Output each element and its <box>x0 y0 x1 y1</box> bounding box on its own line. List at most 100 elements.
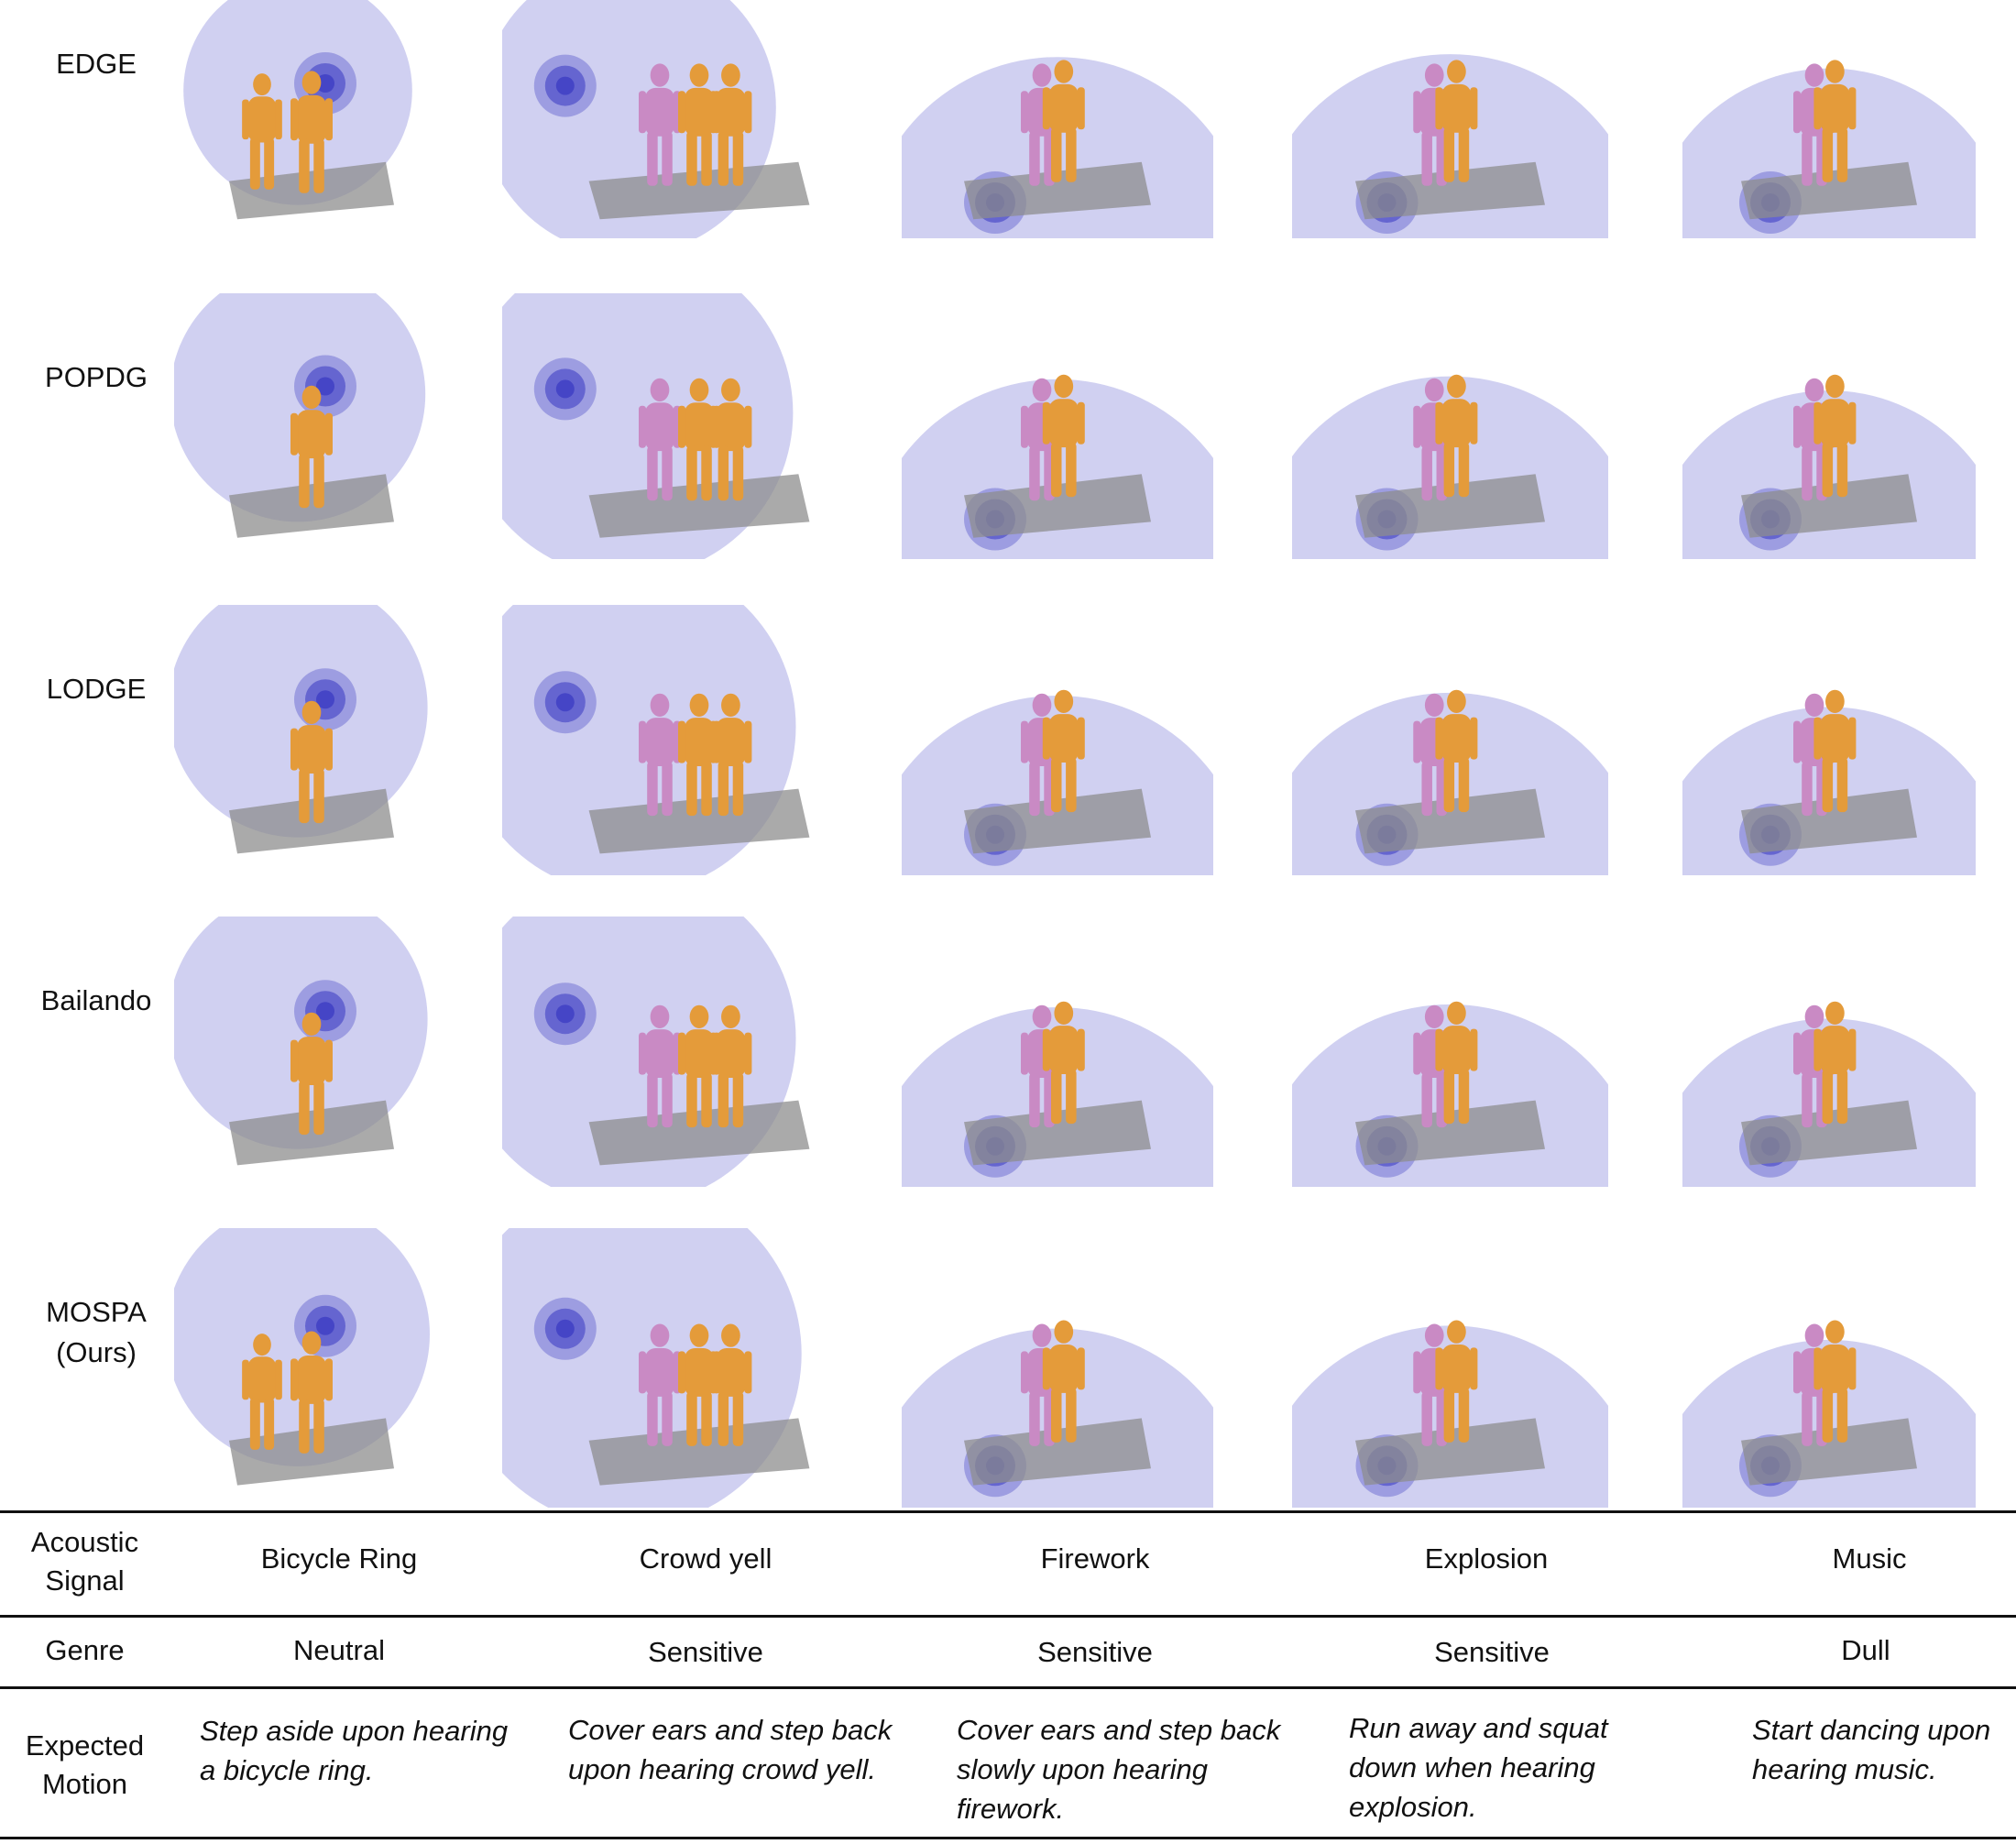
render-tile-r3-c5 <box>1682 605 1976 875</box>
human-figure <box>1435 1001 1478 1125</box>
signal-bicycle-ring: Bicycle Ring <box>260 1542 418 1575</box>
method-label-lodge: LODGE <box>46 673 147 705</box>
floor-plane <box>588 474 810 538</box>
render-tile-r2-c5 <box>1682 293 1976 559</box>
motion-crowd-yell: Cover ears and step back upon hearing cr… <box>568 1714 893 1785</box>
human-figure <box>709 693 752 817</box>
human-figure <box>1813 60 1857 182</box>
human-figure <box>709 63 752 186</box>
human-figure <box>1042 60 1085 182</box>
human-figure <box>678 63 720 186</box>
method-label-bailando: Bailando <box>40 984 152 1016</box>
render-tile-r4-c4 <box>1292 917 1608 1187</box>
render-tile-r4-c2 <box>502 917 896 1187</box>
sound-source-ring <box>555 693 575 712</box>
sound-source-ring <box>555 76 575 95</box>
genre-sensitive-3: Sensitive <box>1434 1636 1550 1668</box>
floor-plane <box>1741 788 1917 854</box>
floor-plane <box>1741 161 1917 220</box>
human-figure <box>709 1004 752 1128</box>
sound-source-ring <box>316 74 334 93</box>
render-tile-r1-c4 <box>1292 0 1608 238</box>
signal-music: Music <box>1832 1542 1907 1575</box>
human-figure <box>1435 60 1478 182</box>
render-tile-r5-c1 <box>174 1228 449 1508</box>
render-tile-r1-c2 <box>502 0 896 238</box>
human-figure <box>1435 374 1478 498</box>
signal-explosion: Explosion <box>1424 1542 1549 1575</box>
human-figure <box>290 1331 333 1454</box>
render-tile-r5-c4 <box>1292 1228 1608 1508</box>
floor-plane <box>588 161 810 220</box>
floor-plane <box>1355 161 1545 220</box>
human-figure <box>290 385 333 509</box>
sound-source-ring <box>555 1004 575 1024</box>
floor-plane <box>229 788 394 854</box>
human-figure <box>1435 1320 1478 1443</box>
human-figure <box>1042 689 1085 813</box>
row-header-genre: Genre <box>45 1634 125 1666</box>
floor-plane <box>1355 1100 1545 1166</box>
sound-source-ring <box>316 377 334 396</box>
floor-plane <box>964 1100 1151 1166</box>
sound-source-ring <box>316 1002 334 1021</box>
floor-plane <box>588 1100 810 1166</box>
render-tile-r2-c1 <box>174 293 449 559</box>
signal-crowd-yell: Crowd yell <box>639 1542 772 1575</box>
table-bottom-rule <box>0 1837 2016 1839</box>
method-label-mospa: MOSPA (Ours) <box>46 1296 147 1368</box>
row-header-acoustic-signal: Acoustic Signal <box>30 1526 139 1597</box>
human-figure <box>678 378 720 501</box>
render-tile-r5-c5 <box>1682 1228 1976 1508</box>
render-tile-r3-c3 <box>902 605 1213 875</box>
human-figure <box>1813 1320 1857 1443</box>
sound-sphere <box>174 605 428 838</box>
genre-sensitive-2: Sensitive <box>1037 1636 1153 1668</box>
human-figure <box>290 71 333 193</box>
floor-plane <box>1355 1418 1545 1486</box>
human-figure <box>242 1334 282 1450</box>
row-header-expected-motion: Expected Motion <box>25 1729 145 1800</box>
genre-sensitive-1: Sensitive <box>648 1636 763 1668</box>
render-tile-r3-c1 <box>174 605 449 875</box>
floor-plane <box>964 788 1151 854</box>
human-figure <box>1042 1320 1085 1443</box>
human-figure <box>709 1323 752 1446</box>
render-tile-r4-c3 <box>902 917 1213 1187</box>
method-label-edge: EDGE <box>56 48 137 80</box>
floor-plane <box>588 788 810 854</box>
sound-source-ring <box>316 690 334 709</box>
floor-plane <box>964 474 1151 538</box>
floor-plane <box>229 474 394 538</box>
render-tile-r2-c3 <box>902 293 1213 559</box>
floor-plane <box>1741 1100 1917 1166</box>
motion-music: Start dancing upon hearing music. <box>1752 1714 1991 1785</box>
motion-firework: Cover ears and step back slowly upon hea… <box>957 1714 1281 1825</box>
floor-plane <box>964 1418 1151 1486</box>
floor-plane <box>229 1100 394 1166</box>
sound-source-ring <box>555 1319 575 1338</box>
floor-plane <box>1355 474 1545 538</box>
human-figure <box>709 378 752 501</box>
human-figure <box>1813 1001 1857 1125</box>
human-figure <box>1042 1001 1085 1125</box>
human-figure <box>242 73 282 190</box>
genre-dull: Dull <box>1841 1634 1890 1666</box>
render-tile-r2-c2 <box>502 293 896 559</box>
human-figure-ghost <box>639 1004 681 1128</box>
floor-plane <box>964 161 1151 220</box>
human-figure <box>290 700 333 824</box>
render-tile-r1-c5 <box>1682 0 1976 238</box>
method-label-popdg: POPDG <box>45 361 148 393</box>
render-tile-r5-c2 <box>502 1228 896 1508</box>
human-figure <box>290 1012 333 1136</box>
motion-bicycle-ring: Step aside upon hearing a bicycle ring. <box>200 1715 509 1786</box>
table-top-rule <box>0 1510 2016 1513</box>
sound-source-ring <box>555 379 575 399</box>
sound-sphere <box>174 917 428 1149</box>
human-figure <box>1813 689 1857 813</box>
render-tile-r3-c2 <box>502 605 896 875</box>
floor-plane <box>1741 474 1917 538</box>
signal-firework: Firework <box>1040 1542 1150 1575</box>
sound-sphere <box>174 1228 430 1466</box>
